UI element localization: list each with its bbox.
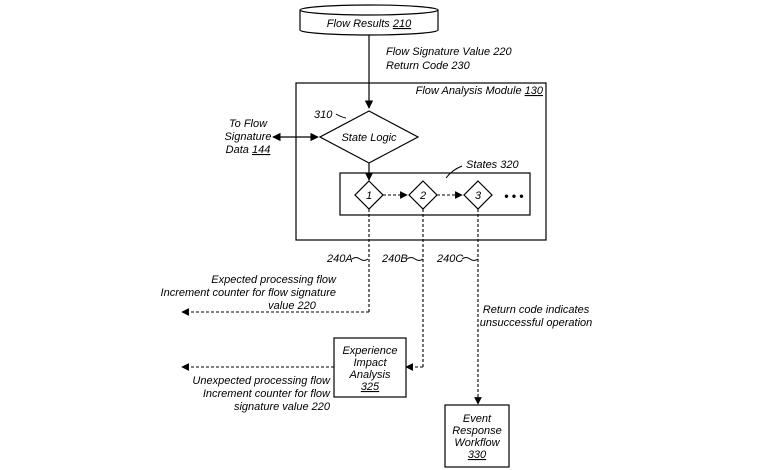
flow-analysis-module-ref: 130 <box>525 85 544 97</box>
expected-flow-line2: Increment counter for flow signature <box>161 287 336 299</box>
flow-results-ref: 210 <box>392 18 412 30</box>
states-label: States 320 <box>466 159 519 171</box>
unexpected-flow-line1: Unexpected processing flow <box>192 375 331 387</box>
return-code-line1: Return code indicates <box>483 304 590 316</box>
state-3-label: 3 <box>475 190 482 202</box>
to-flow-label-line1: To Flow <box>229 118 268 130</box>
state-2-label: 2 <box>419 190 426 202</box>
flow-signature-data-ref: 144 <box>252 144 270 156</box>
states-box <box>339 172 531 216</box>
flow-analysis-module-label: Flow Analysis Module 130 <box>416 85 544 97</box>
expected-flow-line3: value 220 <box>268 300 317 312</box>
event-line3: Workflow <box>454 437 500 449</box>
flow-results-label: Flow Results 210 <box>327 18 412 30</box>
experience-line1: Experience <box>342 345 397 357</box>
flow-analysis-module-box <box>295 82 547 241</box>
path-240b-leader <box>406 257 424 261</box>
flow-signature-value-label: Flow Signature Value 220 <box>386 46 512 58</box>
return-code-line2: unsuccessful operation <box>480 317 593 329</box>
flow-results-database: Flow Results 210 <box>299 4 439 36</box>
path-240a-label: 240A <box>326 253 353 265</box>
path-240b-label: 240B <box>381 253 408 265</box>
state-logic-ref: 310 <box>314 109 333 121</box>
unexpected-flow-line2: Increment counter for flow <box>203 388 331 400</box>
event-response-workflow-box <box>444 404 510 468</box>
return-code-label: Return Code 230 <box>386 60 471 72</box>
states-label-leader <box>445 165 463 179</box>
experience-line3: Analysis <box>349 369 391 381</box>
path-240a-leader <box>351 257 369 261</box>
experience-line2: Impact <box>353 357 387 369</box>
path-240c-leader <box>461 257 479 261</box>
state-1-label: 1 <box>366 190 372 202</box>
to-flow-label-line2: Signature <box>224 131 271 143</box>
state-logic-ref-leader <box>335 113 347 119</box>
experience-ref: 325 <box>361 381 380 393</box>
state-logic-label: State Logic <box>341 132 397 144</box>
unexpected-flow-line3: signature value 220 <box>234 401 331 413</box>
event-ref: 330 <box>468 449 487 461</box>
event-line1: Event <box>463 413 492 425</box>
more-states-ellipsis: • • • <box>504 189 523 203</box>
to-flow-label-line3: Data 144 <box>226 144 271 156</box>
event-line2: Response <box>452 425 502 437</box>
path-240c-label: 240C <box>436 253 463 265</box>
expected-flow-line1: Expected processing flow <box>211 274 337 286</box>
